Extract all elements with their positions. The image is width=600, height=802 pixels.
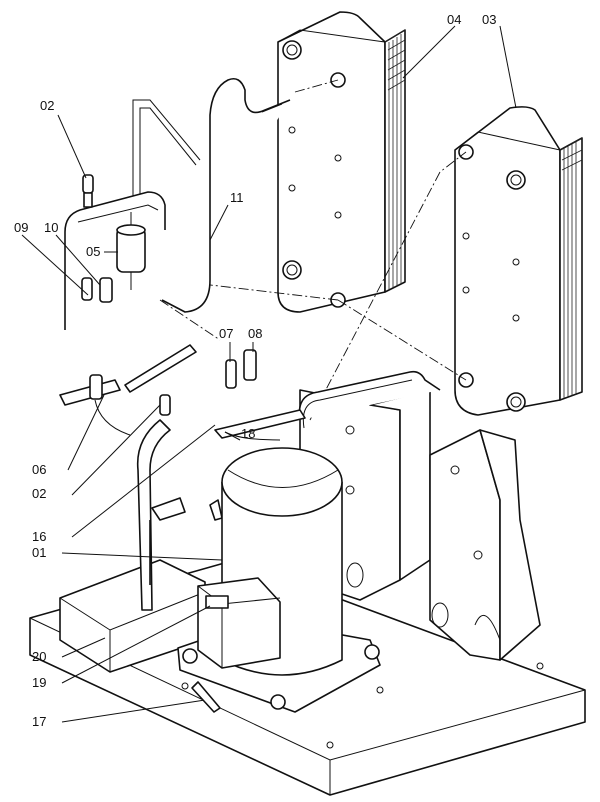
callout-03: 03 — [482, 12, 496, 27]
callout-labels: 04 03 02 09 10 05 11 07 08 18 06 02 16 0… — [14, 12, 496, 729]
callout-17: 17 — [32, 714, 46, 729]
callout-10: 10 — [44, 220, 58, 235]
filter-drier-05 — [116, 212, 146, 290]
callout-16: 16 — [32, 529, 46, 544]
callout-08: 08 — [248, 326, 262, 341]
leader-lines — [21, 25, 517, 723]
callout-02-bottom: 02 — [32, 486, 46, 501]
scroll-compressor-01 — [177, 447, 381, 713]
callout-02-top: 02 — [40, 98, 54, 113]
callout-05: 05 — [86, 244, 100, 259]
callout-07: 07 — [219, 326, 233, 341]
cable-17 — [191, 681, 221, 713]
callout-19: 19 — [32, 675, 46, 690]
alignment-lines — [159, 79, 467, 421]
plate-heat-exchanger-04 — [277, 11, 406, 313]
callout-09: 09 — [14, 220, 28, 235]
callout-06: 06 — [32, 462, 46, 477]
service-valves — [81, 174, 257, 436]
callout-01: 01 — [32, 545, 46, 560]
drip-tray — [59, 559, 206, 673]
callout-20: 20 — [32, 649, 46, 664]
callout-11: 11 — [230, 190, 244, 205]
plate-heat-exchanger-03 — [454, 106, 583, 416]
callout-18: 18 — [241, 426, 255, 441]
front-bracket — [429, 429, 541, 661]
callout-04: 04 — [447, 12, 461, 27]
